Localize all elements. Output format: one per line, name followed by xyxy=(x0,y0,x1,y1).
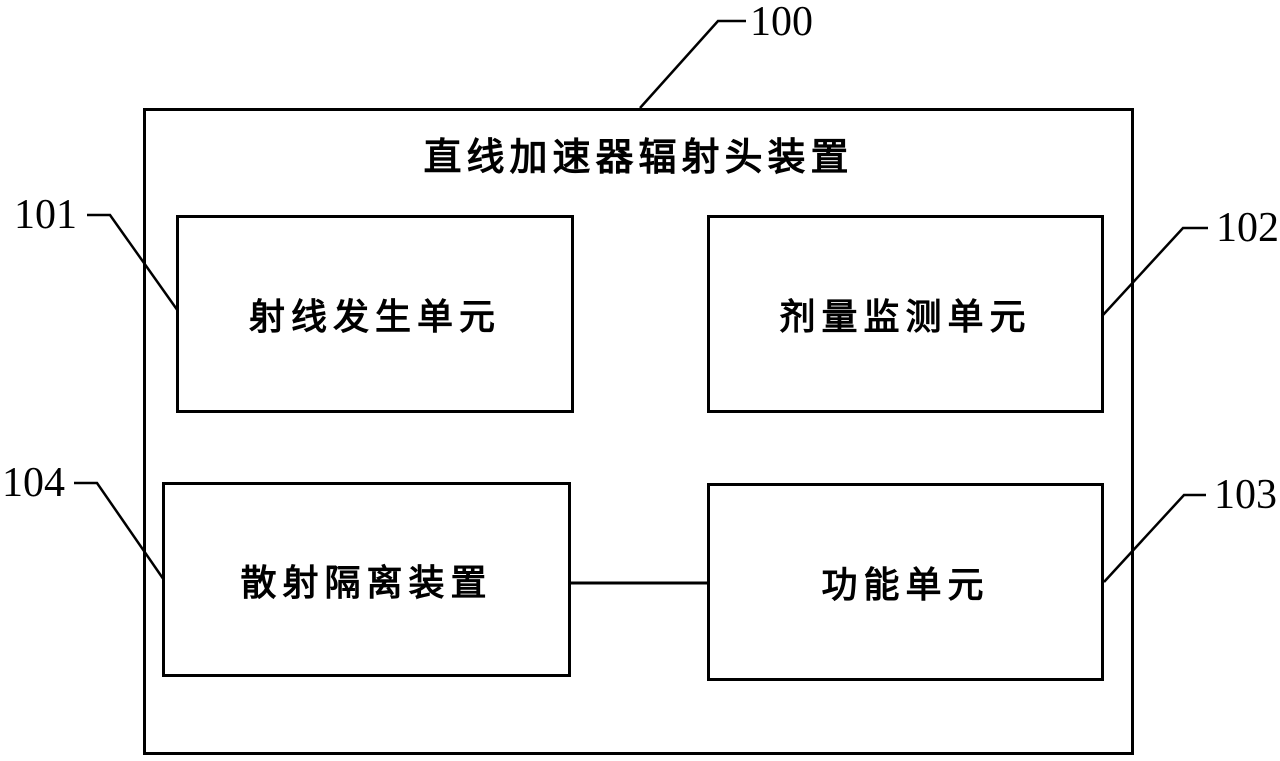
leader-line-104 xyxy=(74,481,166,581)
ref-label-100: 100 xyxy=(750,0,813,45)
leader-line-102 xyxy=(1102,226,1208,316)
unit-box-scatter-isolation: 散射隔离装置 xyxy=(162,482,571,677)
unit-box-ray-generation: 射线发生单元 xyxy=(176,215,574,413)
unit-label-dose-monitoring: 剂量监测单元 xyxy=(779,297,1032,337)
unit-label-ray-generation: 射线发生单元 xyxy=(248,297,501,337)
leader-line-103 xyxy=(1103,493,1206,583)
unit-label-scatter-isolation: 散射隔离装置 xyxy=(240,562,493,603)
leader-line-100 xyxy=(639,19,746,109)
ref-label-103: 103 xyxy=(1214,472,1277,518)
unit-box-dose-monitoring: 剂量监测单元 xyxy=(707,215,1104,413)
unit-label-function: 功能单元 xyxy=(821,565,990,605)
leader-line-101 xyxy=(87,213,180,312)
ref-label-102: 102 xyxy=(1216,205,1279,251)
ref-label-101: 101 xyxy=(14,192,77,238)
outer-device-box xyxy=(143,108,1134,755)
diagram-title: 直线加速器辐射头装置 xyxy=(423,137,854,179)
ref-label-104: 104 xyxy=(2,460,65,506)
unit-box-function: 功能单元 xyxy=(707,483,1104,681)
